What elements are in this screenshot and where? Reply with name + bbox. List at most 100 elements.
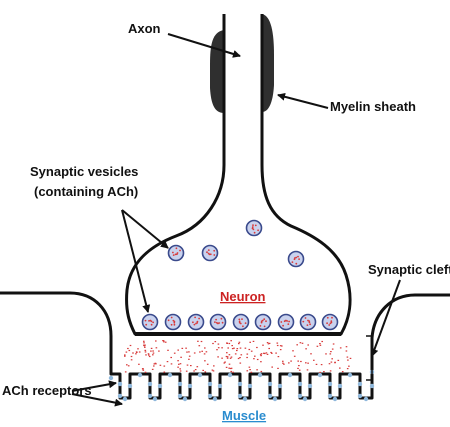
ach-molecule — [334, 362, 336, 363]
ach-molecule — [281, 345, 283, 346]
ach-molecule — [240, 363, 242, 364]
receptor-icon — [308, 384, 312, 388]
ach-molecule — [268, 348, 270, 349]
ach-molecule — [238, 358, 240, 359]
ach-molecule — [227, 347, 229, 348]
myelin-sheath-right — [262, 14, 274, 112]
receptor-icon — [248, 384, 252, 388]
receptor-icon — [370, 384, 374, 388]
ach-molecule — [186, 352, 188, 353]
ach-molecule — [197, 341, 199, 342]
receptor-icon — [178, 394, 182, 398]
synaptic-vesicles-label: Synaptic vesicles — [30, 164, 138, 179]
ach-molecule — [320, 345, 322, 346]
ach-molecule — [332, 349, 334, 350]
ach-molecule — [319, 372, 321, 373]
ach-molecule — [190, 365, 192, 366]
vesicle-icon — [169, 246, 184, 261]
ach-molecule — [302, 343, 304, 344]
vesicle-icon — [203, 246, 218, 261]
receptor-icon — [183, 397, 187, 401]
ach-molecule — [331, 358, 333, 359]
ach-molecule — [342, 371, 344, 372]
ach-molecule — [174, 353, 176, 354]
ach-molecule — [125, 371, 127, 372]
ach-molecule — [319, 343, 321, 344]
ach-molecule — [338, 360, 340, 361]
ach-molecule — [213, 365, 215, 366]
ach-molecule — [228, 368, 230, 369]
ach-molecule — [239, 342, 241, 343]
ach-molecule — [232, 372, 234, 373]
ach-molecule — [263, 353, 265, 354]
receptor-icon — [109, 376, 113, 380]
ach-molecule — [132, 352, 134, 353]
ach-molecule — [247, 354, 249, 355]
ach-molecule — [177, 367, 179, 368]
ach-molecule — [202, 370, 204, 371]
ach-molecule — [152, 369, 154, 370]
ach-molecule — [347, 360, 349, 361]
ach-molecule — [230, 340, 232, 341]
muscle-label: Muscle — [222, 408, 266, 423]
ach-molecule — [145, 354, 147, 355]
ach-molecule — [145, 351, 147, 352]
receptor-icon — [328, 382, 332, 386]
ach-molecule — [232, 348, 234, 349]
ach-molecule — [297, 368, 299, 369]
ach-molecule — [205, 371, 207, 372]
receptor-icon — [118, 382, 122, 386]
ach-molecule — [195, 369, 197, 370]
ach-molecule — [226, 356, 228, 357]
ach-molecule — [226, 367, 228, 368]
ach-molecule — [268, 343, 270, 344]
ach-molecule — [221, 358, 223, 359]
receptor-icon — [158, 384, 162, 388]
ach-molecule — [292, 350, 294, 351]
ach-molecule — [153, 353, 155, 354]
vesicle-icon — [323, 315, 338, 330]
ach-molecule — [194, 352, 196, 353]
receptor-icon — [318, 373, 322, 377]
ach-molecule — [126, 364, 128, 365]
ach-molecule — [299, 370, 301, 371]
receptor-icon — [298, 382, 302, 386]
ach-molecule — [277, 368, 279, 369]
ach-molecule — [260, 355, 262, 356]
vesicle-icon — [211, 315, 226, 330]
receptor-icon — [348, 373, 352, 377]
ach-molecule — [300, 361, 302, 362]
receptor-icon — [303, 397, 307, 401]
ach-molecule — [179, 368, 181, 369]
ach-molecule — [167, 350, 169, 351]
ach-molecule — [142, 368, 144, 369]
ach-molecule — [251, 372, 253, 373]
ach-molecule — [128, 365, 130, 366]
receptor-icon — [148, 394, 152, 398]
receptor-icon — [213, 397, 217, 401]
receptor-icon — [228, 373, 232, 377]
ach-molecule — [330, 353, 332, 354]
receptor-icon — [188, 384, 192, 388]
receptor-icon — [338, 384, 342, 388]
axon-label: Axon — [128, 21, 161, 36]
ach-molecule — [331, 362, 333, 363]
ach-molecule — [300, 342, 302, 343]
ach-molecule — [131, 356, 133, 357]
ach-molecule — [163, 340, 165, 341]
receptor-icon — [243, 397, 247, 401]
ach-molecule — [317, 346, 319, 347]
ach-molecule — [215, 341, 217, 342]
ach-molecule — [218, 347, 220, 348]
ach-molecule — [180, 363, 182, 364]
ach-molecule — [189, 356, 191, 357]
ach-molecules-cleft — [124, 340, 351, 373]
ach-molecule — [124, 356, 126, 357]
ach-molecule — [204, 360, 206, 361]
ach-molecule — [138, 364, 140, 365]
receptor-icon — [364, 397, 368, 401]
ach-molecule — [137, 348, 139, 349]
ach-molecule — [256, 369, 258, 370]
receptor-icon — [358, 382, 362, 386]
